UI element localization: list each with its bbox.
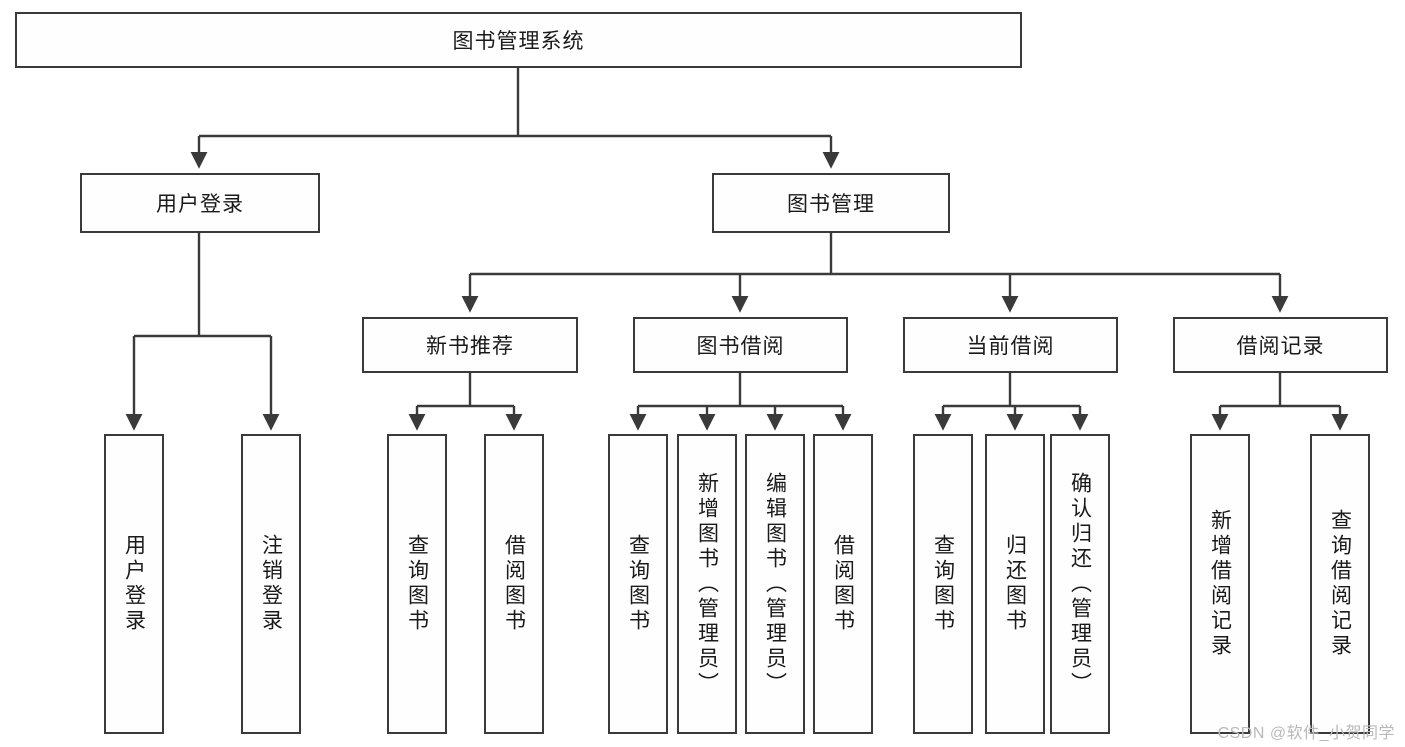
node-borrow-record-label: 借阅记录	[1236, 335, 1325, 358]
node-new-book-recommend-label: 新书推荐	[426, 335, 514, 358]
node-current-borrow-label: 当前借阅	[966, 335, 1055, 358]
node-borrow-record[interactable]: 借阅记录	[1173, 317, 1388, 373]
node-leaf-query-book-rec[interactable]: 查询图书	[387, 434, 447, 734]
csdn-watermark: CSDN @软件_小贺同学	[1217, 725, 1395, 742]
node-leaf-query-book-borrow-label: 查询图书	[626, 534, 650, 634]
node-leaf-add-borrow-record[interactable]: 新增借阅记录	[1190, 434, 1250, 734]
node-current-borrow[interactable]: 当前借阅	[903, 317, 1118, 373]
node-leaf-query-book-current-label: 查询图书	[931, 534, 955, 634]
node-leaf-borrow-book-rec-label: 借阅图书	[502, 534, 526, 634]
node-leaf-user-logout[interactable]: 注销登录	[241, 434, 301, 734]
node-leaf-borrow-book-borrow-label: 借阅图书	[831, 534, 855, 634]
node-leaf-borrow-book-rec[interactable]: 借阅图书	[484, 434, 544, 734]
node-leaf-return-book[interactable]: 归还图书	[985, 434, 1045, 734]
node-book-manage[interactable]: 图书管理	[712, 173, 950, 233]
node-leaf-edit-book-admin-label: 编辑图书（管理员）	[763, 471, 787, 697]
node-leaf-borrow-book-borrow[interactable]: 借阅图书	[813, 434, 873, 734]
node-leaf-query-book-rec-label: 查询图书	[405, 534, 429, 634]
node-root-label: 图书管理系统	[452, 30, 585, 53]
node-leaf-query-book-borrow[interactable]: 查询图书	[608, 434, 668, 734]
node-leaf-user-login[interactable]: 用户登录	[104, 434, 164, 734]
node-leaf-add-book-admin-label: 新增图书（管理员）	[695, 471, 719, 697]
node-leaf-add-book-admin[interactable]: 新增图书（管理员）	[677, 434, 737, 734]
node-root[interactable]: 图书管理系统	[15, 12, 1022, 68]
node-book-borrow-label: 图书借阅	[696, 335, 785, 358]
node-leaf-confirm-return-admin-label: 确认归还（管理员）	[1068, 471, 1092, 697]
node-leaf-edit-book-admin[interactable]: 编辑图书（管理员）	[745, 434, 805, 734]
node-leaf-add-borrow-record-label: 新增借阅记录	[1208, 509, 1232, 659]
node-book-borrow[interactable]: 图书借阅	[633, 317, 848, 373]
node-leaf-query-borrow-record[interactable]: 查询借阅记录	[1310, 434, 1370, 734]
node-book-manage-label: 图书管理	[787, 193, 875, 216]
node-leaf-user-login-label: 用户登录	[122, 534, 146, 634]
node-leaf-confirm-return-admin[interactable]: 确认归还（管理员）	[1050, 434, 1110, 734]
node-leaf-query-borrow-record-label: 查询借阅记录	[1328, 509, 1352, 659]
node-new-book-recommend[interactable]: 新书推荐	[362, 317, 578, 373]
node-user-login[interactable]: 用户登录	[80, 173, 320, 233]
node-leaf-return-book-label: 归还图书	[1003, 534, 1027, 634]
node-leaf-query-book-current[interactable]: 查询图书	[913, 434, 973, 734]
node-leaf-user-logout-label: 注销登录	[259, 534, 283, 634]
node-user-login-label: 用户登录	[156, 193, 244, 216]
